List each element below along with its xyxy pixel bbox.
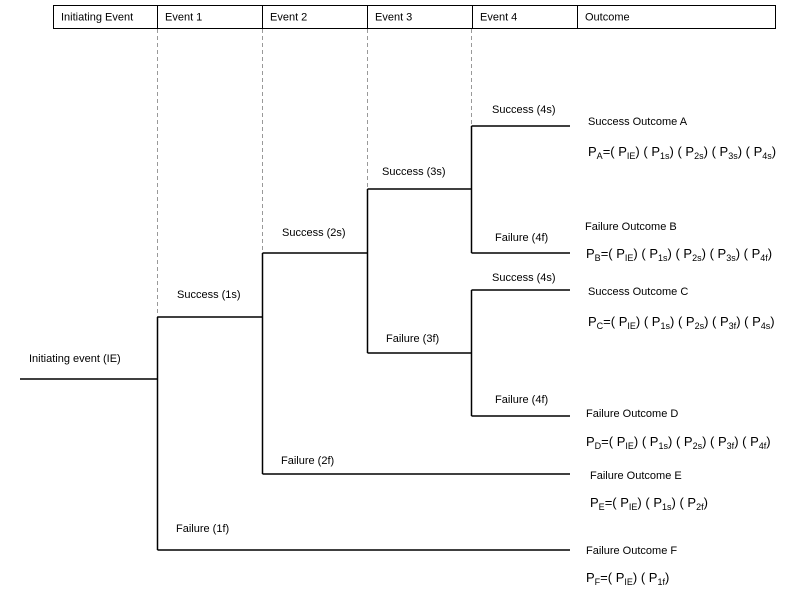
label-failure-4-upper: Failure (4f): [495, 232, 548, 244]
outcome-formula-b: PB=( PIE) ( P1s) ( P2s) ( P3s) ( P4f): [586, 246, 772, 263]
label-success-4-lower: Success (4s): [492, 272, 556, 284]
outcome-formula-a: PA=( PIE) ( P1s) ( P2s) ( P3s) ( P4s): [588, 144, 776, 161]
header-event-2: Event 2: [270, 12, 307, 24]
label-success-4-upper: Success (4s): [492, 104, 556, 116]
label-failure-1: Failure (1f): [176, 523, 229, 535]
guide-lines: [157, 29, 472, 317]
outcome-formula-f: PF=( PIE) ( P1f): [586, 570, 669, 587]
tree-branches: [20, 125, 570, 551]
outcome-formula-d: PD=( PIE) ( P1s) ( P2s) ( P3f) ( P4f): [586, 434, 771, 451]
label-success-2: Success (2s): [282, 227, 346, 239]
label-success-3: Success (3s): [382, 166, 446, 178]
label-failure-2: Failure (2f): [281, 455, 334, 467]
outcome-formula-c: PC=( PIE) ( P1s) ( P2s) ( P3f) ( P4s): [588, 314, 775, 331]
header-border: [53, 5, 776, 29]
label-failure-4-lower: Failure (4f): [495, 394, 548, 406]
outcome-formula-e: PE=( PIE) ( P1s) ( P2f): [590, 495, 708, 512]
branch-labels: Initiating event (IE) Success (1s) Failu…: [29, 104, 556, 535]
outcome-label-b: Failure Outcome B: [585, 221, 677, 233]
outcome-label-c: Success Outcome C: [588, 286, 688, 298]
label-failure-3: Failure (3f): [386, 333, 439, 345]
outcome-label-d: Failure Outcome D: [586, 408, 678, 420]
header-event-3: Event 3: [375, 12, 412, 24]
header-initiating-event: Initiating Event: [61, 12, 133, 24]
header-event-1: Event 1: [165, 12, 202, 24]
header-event-4: Event 4: [480, 12, 517, 24]
header-table: Initiating Event Event 1 Event 2 Event 3…: [53, 5, 776, 29]
outcome-formulas: PA=( PIE) ( P1s) ( P2s) ( P3s) ( P4s) PB…: [586, 144, 776, 587]
outcome-label-f: Failure Outcome F: [586, 545, 677, 557]
outcome-label-e: Failure Outcome E: [590, 470, 682, 482]
outcome-labels: Success Outcome A Failure Outcome B Succ…: [585, 116, 688, 557]
root-label: Initiating event (IE): [29, 353, 121, 365]
header-outcome: Outcome: [585, 12, 630, 24]
label-success-1: Success (1s): [177, 289, 241, 301]
outcome-label-a: Success Outcome A: [588, 116, 688, 128]
